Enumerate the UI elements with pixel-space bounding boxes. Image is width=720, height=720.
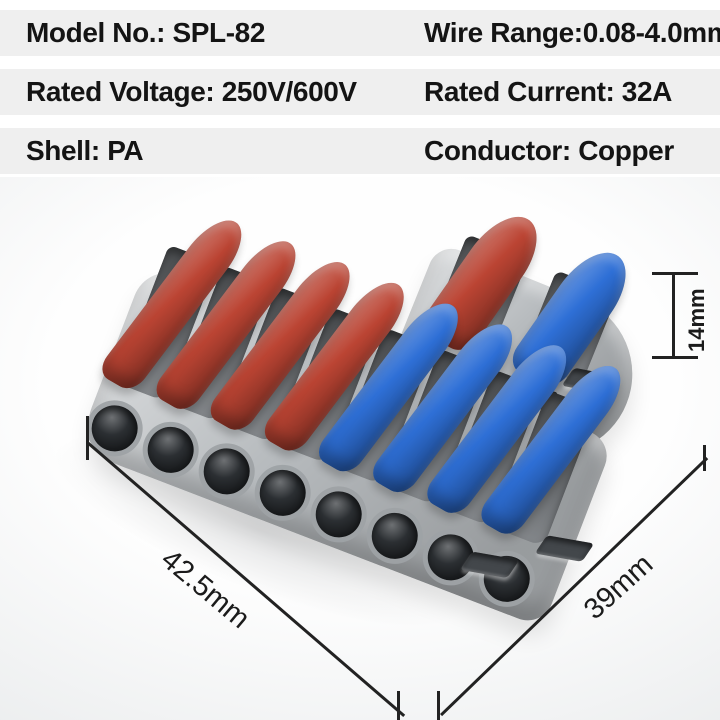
spec-rated-current: Rated Current: 32A (424, 76, 672, 107)
dim-left-end-tick (397, 691, 400, 720)
wire-entry-hole (252, 463, 313, 523)
wire-entry-hole (365, 506, 425, 566)
spec-band-2: Rated Voltage: 250V/600V Rated Current: … (0, 69, 720, 115)
dim-right-start-tick (437, 691, 440, 720)
spec-band-1: Model No.: SPL-82 Wire Range:0.08-4.0mm (0, 10, 720, 56)
wire-entry-hole (140, 420, 201, 480)
dim-left-start-tick (86, 416, 89, 460)
dim-right-end-tick (703, 445, 706, 471)
height-bracket-stem (672, 272, 675, 359)
height-bracket-bottom-tick (652, 356, 698, 359)
spec-wire-range: Wire Range:0.08-4.0mm (424, 17, 720, 48)
wire-entry-hole (309, 484, 369, 545)
wire-entry-hole (196, 441, 257, 502)
spec-model-no: Model No.: SPL-82 (26, 17, 265, 48)
spec-rated-voltage: Rated Voltage: 250V/600V (26, 76, 357, 107)
spec-shell: Shell: PA (26, 135, 144, 166)
spec-band-3: Shell: PA Conductor: Copper (0, 128, 720, 174)
height-bracket-top-tick (652, 272, 698, 275)
dim-label-branch-height: 14mm (684, 288, 709, 352)
spec-conductor: Conductor: Copper (424, 135, 674, 166)
